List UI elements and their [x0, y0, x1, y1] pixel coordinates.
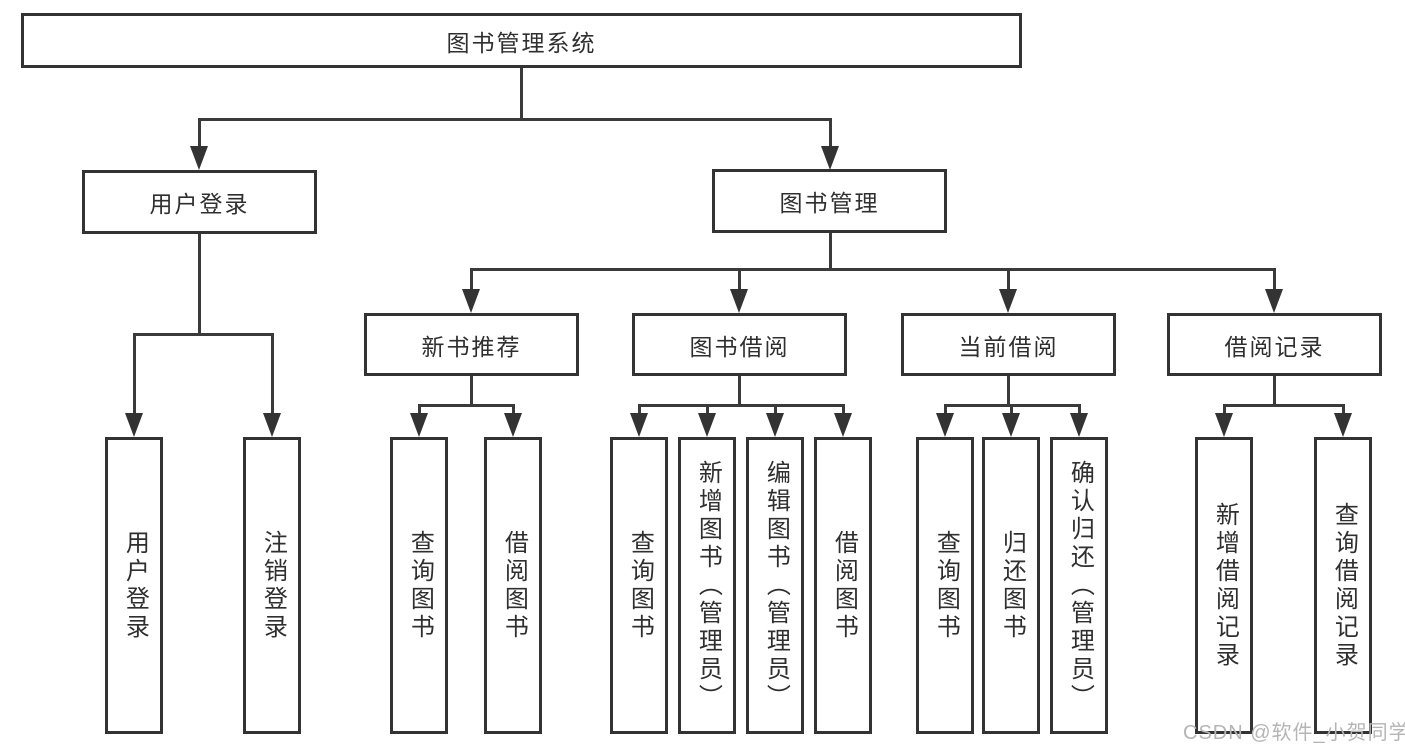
arrow-down-icon	[1002, 413, 1020, 437]
connector-line	[706, 404, 709, 418]
node-label: 借阅记录	[1224, 333, 1325, 360]
arrow-down-icon	[730, 289, 748, 313]
node-label: 图书管理	[779, 190, 880, 216]
connector-line	[738, 374, 741, 407]
connector-line	[1273, 374, 1276, 407]
leaf-label: 查询借阅记录	[1330, 501, 1358, 670]
leaf-label: 查询图书	[406, 529, 434, 642]
connector-line	[198, 118, 201, 152]
connector-line	[1223, 404, 1345, 407]
connector-line	[470, 268, 1276, 271]
connector-line	[1273, 268, 1276, 294]
node-library-management-system: 图书管理系统	[21, 13, 1022, 68]
leaf-logout: 注销登录	[243, 437, 301, 734]
leaf-add-books-admin: 新增图书（管理员）	[678, 437, 736, 734]
arrow-down-icon	[630, 413, 648, 437]
leaf-query-books-current: 查询图书	[916, 437, 974, 734]
connector-line	[944, 404, 947, 418]
connector-line	[418, 404, 421, 418]
leaf-borrow-books-borrowing: 借阅图书	[814, 437, 872, 734]
arrow-down-icon	[190, 146, 208, 170]
leaf-label: 注销登录	[259, 529, 287, 642]
node-borrowing-records: 借阅记录	[1167, 313, 1382, 376]
arrow-down-icon	[821, 146, 839, 170]
arrow-down-icon	[410, 413, 428, 437]
leaf-label: 归还图书	[998, 529, 1026, 642]
connector-line	[418, 404, 515, 407]
connector-line	[470, 268, 473, 294]
leaf-user-login: 用户登录	[105, 437, 163, 734]
leaf-query-books-borrowing: 查询图书	[610, 437, 668, 734]
arrow-down-icon	[999, 289, 1017, 313]
leaf-edit-books-admin: 编辑图书（管理员）	[746, 437, 804, 734]
arrow-down-icon	[1265, 289, 1283, 313]
leaf-return-books: 归还图书	[982, 437, 1040, 734]
node-book-management: 图书管理	[712, 169, 947, 233]
arrow-down-icon	[462, 289, 480, 313]
leaf-query-borrow-record: 查询借阅记录	[1314, 437, 1372, 734]
connector-line	[198, 118, 832, 121]
arrow-down-icon	[1215, 413, 1233, 437]
node-label: 图书管理系统	[446, 29, 597, 56]
leaf-borrow-books-newbooks: 借阅图书	[484, 437, 542, 734]
connector-line	[1078, 404, 1081, 418]
arrow-down-icon	[766, 413, 784, 437]
leaf-label: 借阅图书	[830, 529, 858, 642]
arrow-down-icon	[1070, 413, 1088, 437]
leaf-label: 查询图书	[626, 529, 654, 642]
leaf-label: 借阅图书	[500, 529, 528, 642]
node-label: 新书推荐	[421, 333, 522, 360]
connector-line	[520, 66, 523, 120]
node-current-borrowing: 当前借阅	[901, 313, 1116, 376]
node-label: 图书借阅	[689, 333, 790, 360]
connector-line	[829, 231, 832, 271]
arrow-down-icon	[504, 413, 522, 437]
connector-line	[1342, 404, 1345, 418]
node-book-borrowing: 图书借阅	[632, 313, 847, 376]
connector-line	[1007, 268, 1010, 294]
connector-line	[638, 404, 845, 407]
node-label: 用户登录	[149, 191, 250, 217]
leaf-label: 编辑图书（管理员）	[762, 459, 790, 712]
connector-line	[512, 404, 515, 418]
arrow-down-icon	[1334, 413, 1352, 437]
connector-line	[1007, 374, 1010, 407]
connector-line	[774, 404, 777, 418]
connector-line	[638, 404, 641, 418]
node-user-login: 用户登录	[82, 170, 317, 234]
node-new-book-recommendation: 新书推荐	[364, 313, 579, 376]
leaf-label: 新增借阅记录	[1211, 501, 1239, 670]
arrow-down-icon	[698, 413, 716, 437]
arrow-down-icon	[125, 413, 143, 437]
leaf-label: 新增图书（管理员）	[694, 459, 722, 712]
connector-line	[1223, 404, 1226, 418]
leaf-label: 确认归还（管理员）	[1066, 459, 1094, 712]
leaf-add-borrow-record: 新增借阅记录	[1195, 437, 1253, 734]
connector-line	[271, 333, 274, 417]
leaf-query-books-newbooks: 查询图书	[390, 437, 448, 734]
connector-line	[842, 404, 845, 418]
node-label: 当前借阅	[958, 333, 1059, 360]
leaf-confirm-return-admin: 确认归还（管理员）	[1050, 437, 1108, 734]
leaf-label: 用户登录	[121, 529, 149, 642]
connector-line	[198, 232, 201, 335]
arrow-down-icon	[834, 413, 852, 437]
connector-line	[829, 118, 832, 152]
leaf-label: 查询图书	[932, 529, 960, 642]
watermark-text: CSDN @软件_小贺同学	[1183, 722, 1405, 744]
connector-line	[738, 268, 741, 294]
arrow-down-icon	[936, 413, 954, 437]
arrow-down-icon	[263, 413, 281, 437]
connector-line	[1010, 404, 1013, 418]
connector-line	[470, 374, 473, 407]
connector-line	[133, 333, 136, 417]
connector-line	[133, 333, 274, 336]
